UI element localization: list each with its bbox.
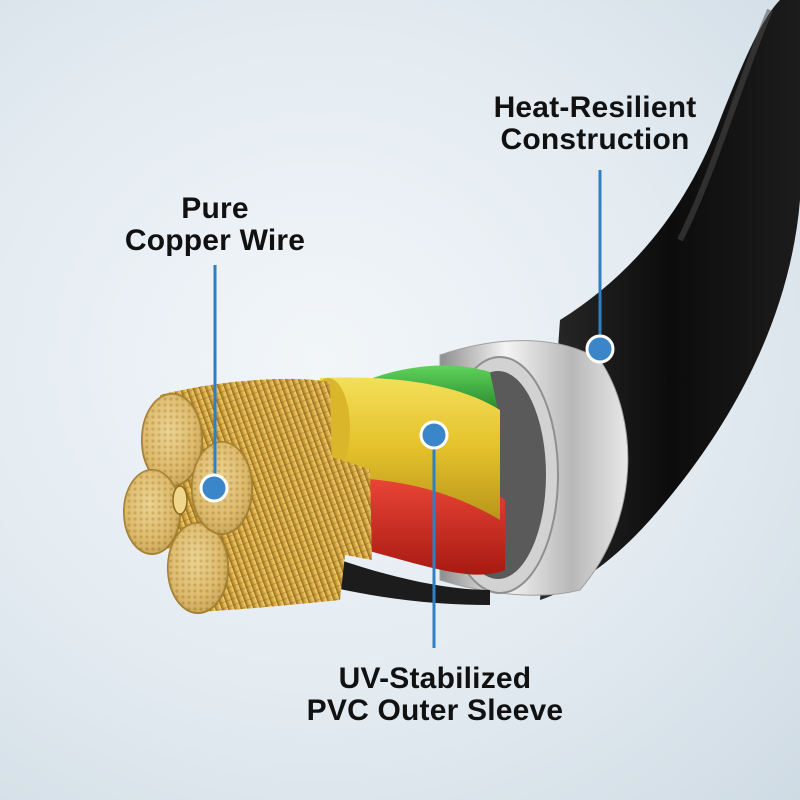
callout-dot-icon — [419, 420, 449, 450]
callout-label-uv-line1: UV-Stabilized — [338, 662, 532, 695]
strand-core — [172, 485, 188, 515]
callout-label-heat-line1: Heat-Resilient — [493, 91, 697, 124]
callout-label-copper-line2: Copper Wire — [124, 224, 306, 257]
jacket-highlight — [677, 8, 773, 242]
callout-heat — [585, 170, 615, 364]
strand-end-top-shade — [142, 394, 202, 486]
callout-label-copper-line1: Pure — [181, 192, 249, 225]
callout-dot-icon — [585, 334, 615, 364]
strand-end-left-shade — [124, 470, 180, 554]
callout-label-heat-line2: Construction — [500, 123, 690, 156]
callout-label-uv-line2: PVC Outer Sleeve — [306, 694, 564, 727]
strand-end-bottom-shade — [168, 523, 228, 613]
callout-uv — [419, 420, 449, 648]
black-wire — [335, 560, 490, 605]
yellow-wire — [318, 377, 500, 520]
callout-label-copper: Pure Copper Wire — [100, 193, 330, 257]
callout-label-heat: Heat-Resilient Construction — [450, 92, 740, 156]
callout-label-uv: UV-Stabilized PVC Outer Sleeve — [290, 663, 580, 727]
callout-dot-icon — [199, 473, 229, 503]
callout-copper — [199, 265, 229, 503]
